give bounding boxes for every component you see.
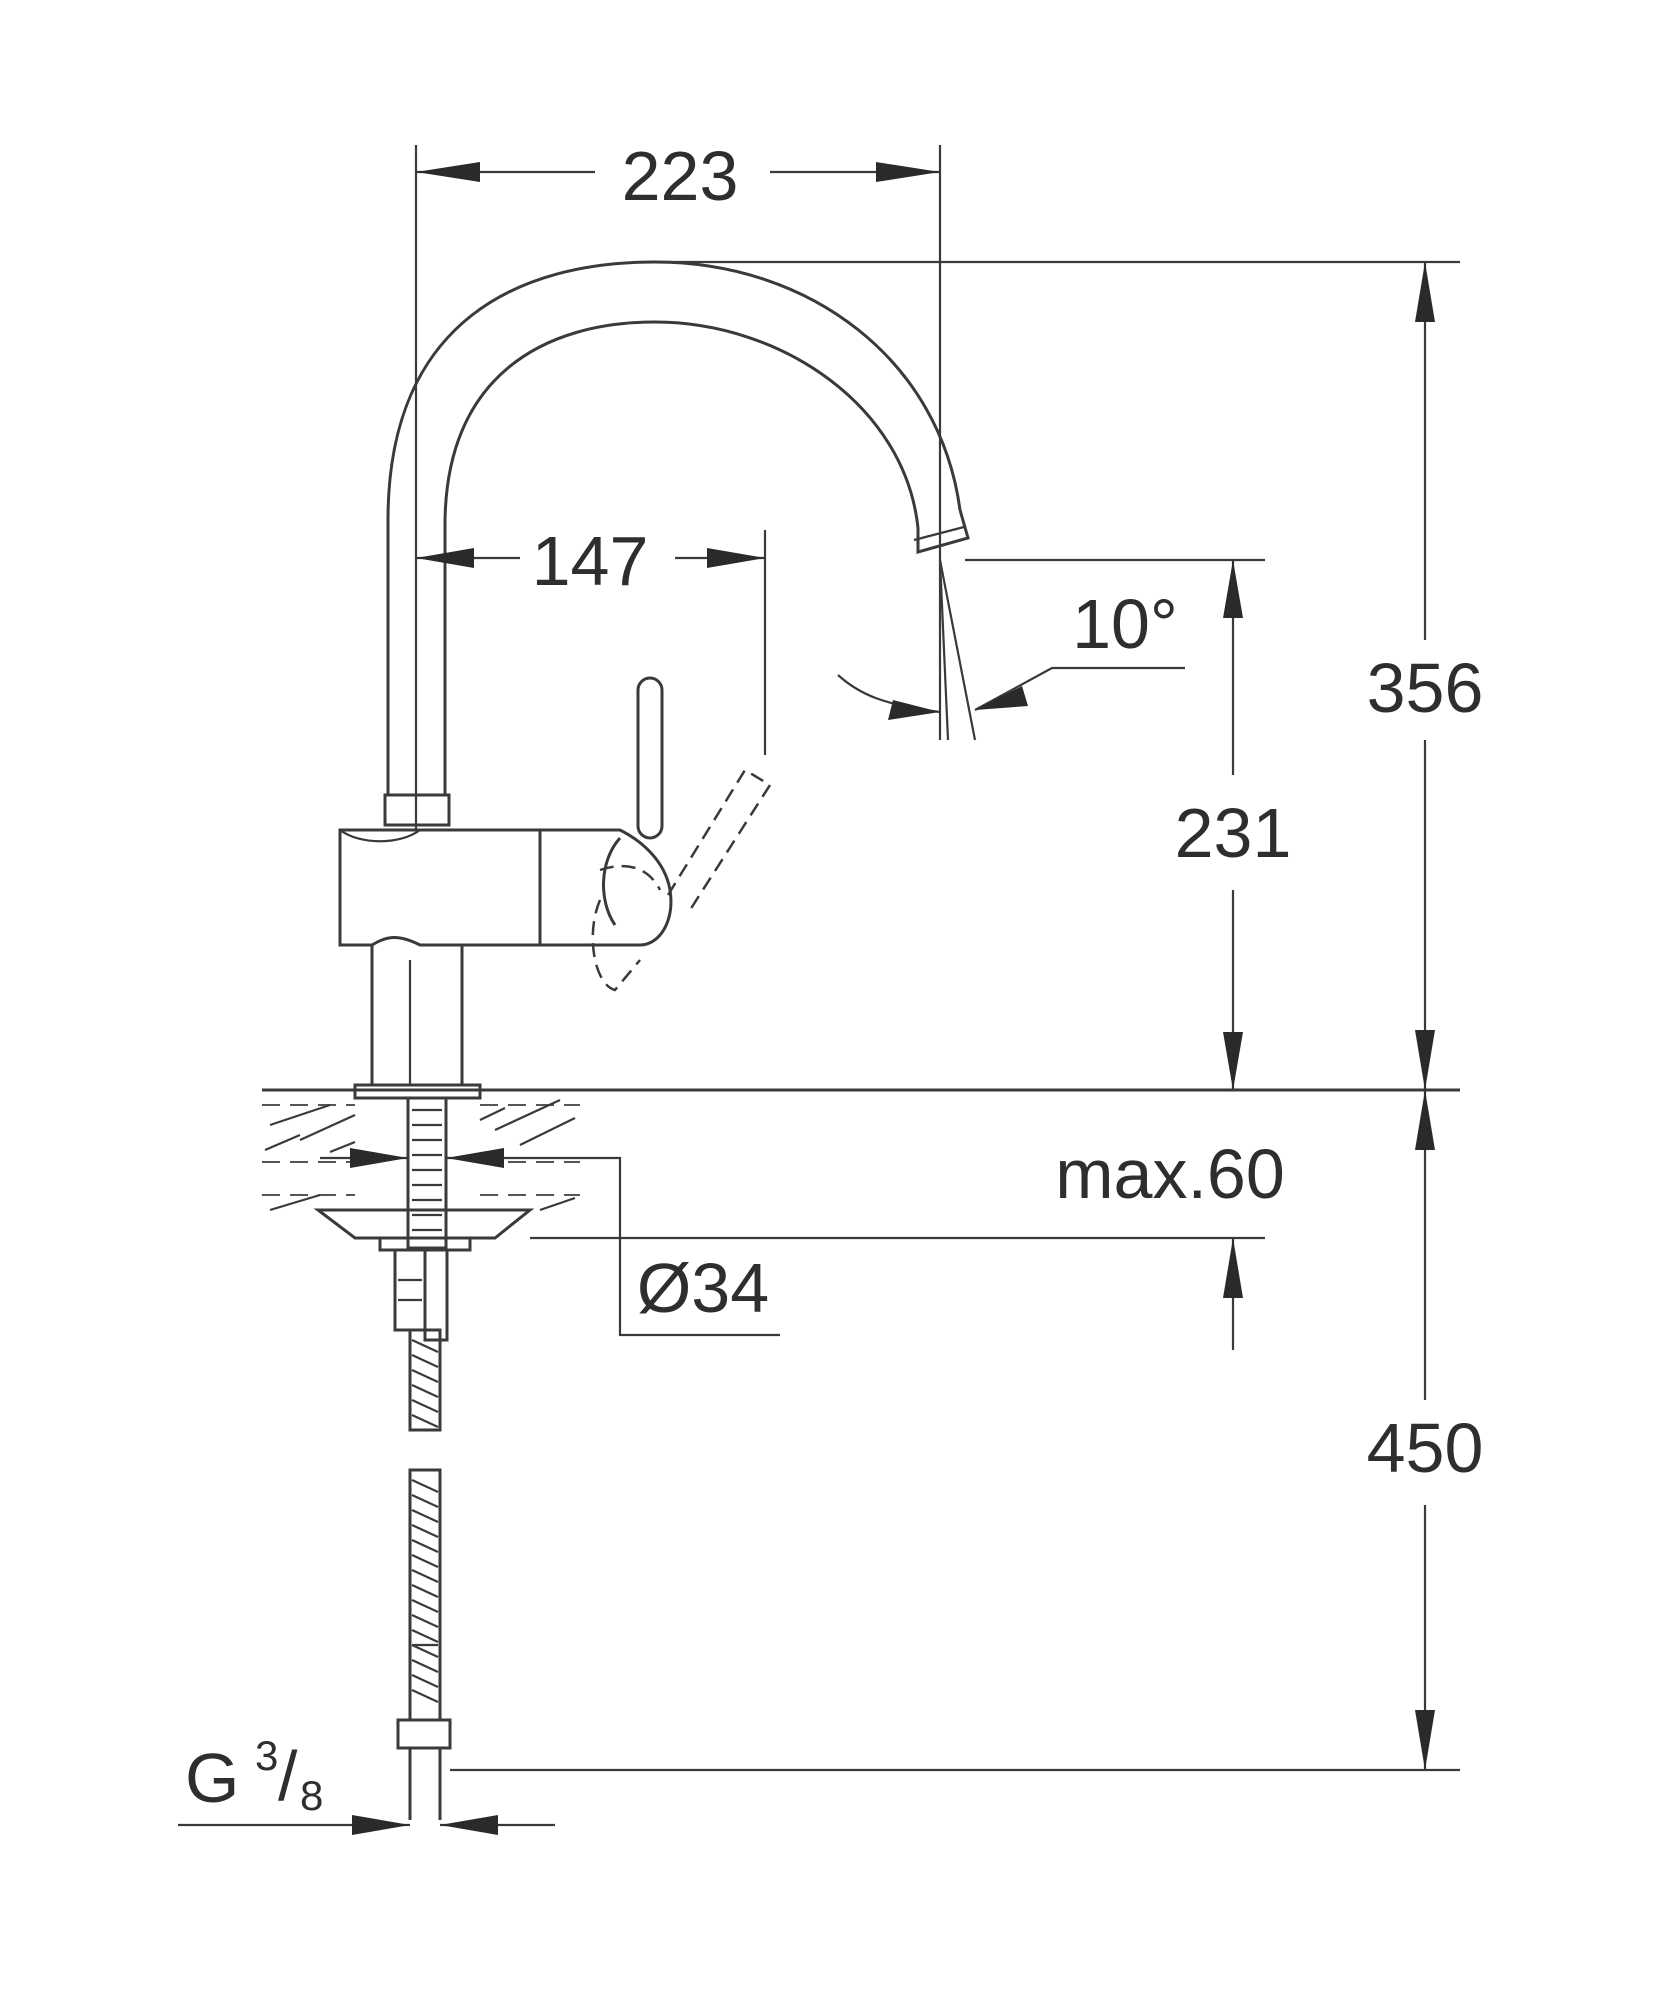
dim-147-label: 147	[532, 522, 649, 600]
dim-spout-angle: 10°	[837, 559, 1185, 741]
dim-max60-label: max.60	[1055, 1135, 1285, 1213]
hose-end-fitting	[396, 1718, 452, 1750]
cartridge-housing	[540, 828, 673, 947]
mounting-nut	[378, 1236, 472, 1252]
dim-thread-size: G 3 / 8	[178, 1732, 555, 1835]
dim-counter-thickness: max.60	[530, 1135, 1285, 1350]
dim-total-height: 356	[650, 260, 1484, 1090]
dim-dia34-label: Ø34	[637, 1249, 769, 1327]
lever-handle	[636, 676, 664, 840]
mixer-body	[338, 828, 542, 947]
hose-connector	[393, 1248, 427, 1332]
lever-alt-position	[666, 768, 772, 911]
dim-356-label: 356	[1367, 649, 1484, 727]
thread-g-label: G	[185, 1739, 239, 1817]
thread-numerator: 3	[255, 1732, 278, 1779]
dim-spout-reach: 223	[414, 137, 942, 830]
spout-tip	[916, 509, 970, 554]
dim-450-label: 450	[1367, 1409, 1484, 1487]
thread-denominator: 8	[300, 1772, 323, 1819]
mounting-washer	[313, 1208, 535, 1240]
dim-223-label: 223	[622, 137, 739, 215]
dim-spout-height: 231	[965, 558, 1292, 1090]
spout-inner	[443, 320, 920, 795]
dim-hole-diameter: Ø34	[320, 1148, 780, 1337]
braided-hose	[396, 1248, 452, 1820]
thread-slash: /	[278, 1737, 298, 1815]
threaded-shank	[406, 1096, 448, 1250]
dim-hose-length: 450	[450, 1090, 1484, 1772]
dim-10deg-label: 10°	[1072, 585, 1178, 663]
dim-231-label: 231	[1175, 794, 1292, 872]
dim-lever-reach: 147	[416, 522, 767, 755]
lower-stem	[370, 945, 464, 1087]
spout-outer	[386, 260, 962, 795]
base-flange	[353, 1083, 482, 1100]
